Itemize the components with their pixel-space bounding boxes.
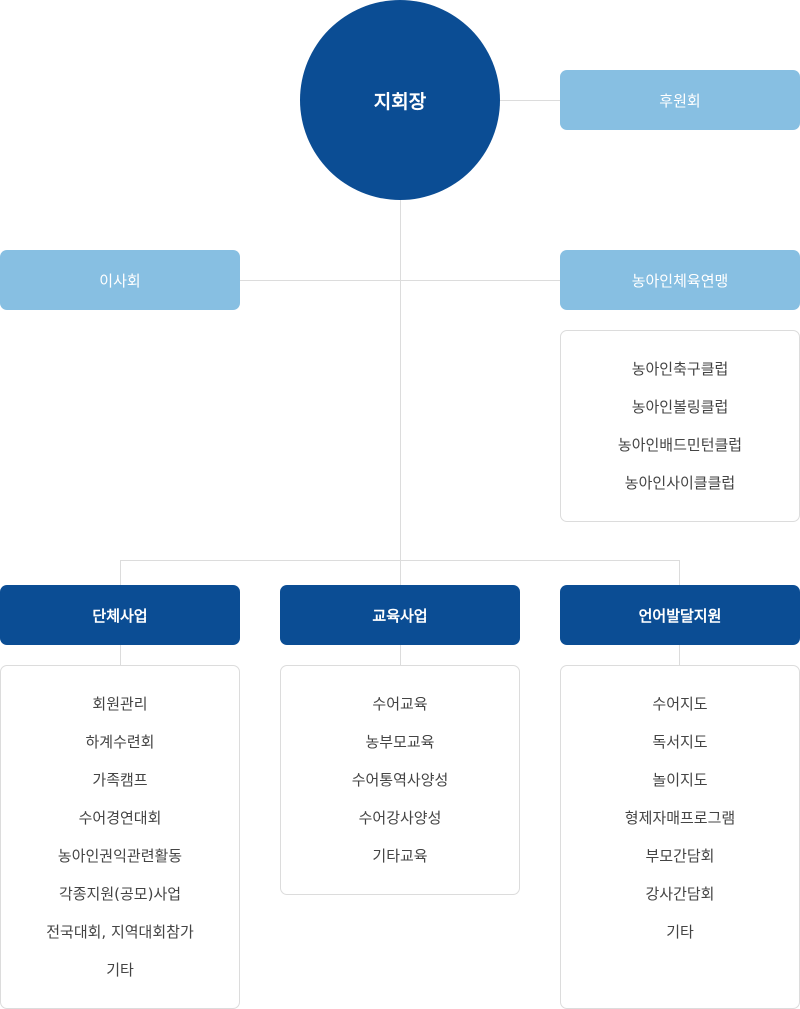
department-label: 단체사업 (92, 606, 148, 625)
education-box: 수어교육 농부모교육 수어통역사양성 수어강사양성 기타교육 (280, 665, 520, 895)
list-item: 농아인축구클럽 (631, 360, 729, 378)
department-node-education: 교육사업 (280, 585, 520, 645)
root-node-chairman: 지회장 (300, 0, 500, 200)
connector-dept-2-list (400, 645, 401, 665)
sports-federation-label: 농아인체육연맹 (631, 271, 729, 290)
list-item: 수어강사양성 (358, 809, 442, 827)
connector-dept-3-list (679, 645, 680, 665)
list-item: 수어경연대회 (78, 809, 162, 827)
list-item: 수어통역사양성 (351, 771, 449, 789)
group-business-list: 회원관리 하계수련회 가족캠프 수어경연대회 농아인권익관련활동 각종지원(공모… (1, 685, 239, 989)
education-list: 수어교육 농부모교육 수어통역사양성 수어강사양성 기타교육 (281, 685, 519, 875)
list-item: 농아인배드민턴클럽 (617, 436, 743, 454)
sponsor-node-label: 후원회 (659, 91, 701, 110)
list-item: 놀이지도 (652, 771, 708, 789)
connector-dept-1-list (120, 645, 121, 665)
language-support-box: 수어지도 독서지도 놀이지도 형제자매프로그램 부모간담회 강사간담회 기타 (560, 665, 800, 1009)
list-item: 가족캠프 (92, 771, 148, 789)
list-item: 수어지도 (652, 695, 708, 713)
sponsor-node: 후원회 (560, 70, 800, 130)
sports-clubs-box: 농아인축구클럽 농아인볼링클럽 농아인배드민턴클럽 농아인사이클클럽 (560, 330, 800, 522)
connector-board-sports (240, 280, 560, 281)
department-label: 언어발달지원 (638, 606, 722, 625)
department-label: 교육사업 (372, 606, 428, 625)
list-item: 기타교육 (372, 847, 428, 865)
list-item: 부모간담회 (645, 847, 715, 865)
list-item: 농부모교육 (365, 733, 435, 751)
list-item: 농아인사이클클럽 (624, 474, 736, 492)
connector-dept-3 (679, 560, 680, 585)
department-node-group-business: 단체사업 (0, 585, 240, 645)
list-item: 하계수련회 (85, 733, 155, 751)
list-item: 수어교육 (372, 695, 428, 713)
root-node-label: 지회장 (373, 90, 427, 113)
list-item: 기타 (106, 961, 134, 979)
board-node-label: 이사회 (99, 271, 141, 290)
language-support-list: 수어지도 독서지도 놀이지도 형제자매프로그램 부모간담회 강사간담회 기타 (561, 685, 799, 951)
list-item: 독서지도 (652, 733, 708, 751)
board-node: 이사회 (0, 250, 240, 310)
sports-federation-node: 농아인체육연맹 (560, 250, 800, 310)
list-item: 회원관리 (92, 695, 148, 713)
sports-clubs-list: 농아인축구클럽 농아인볼링클럽 농아인배드민턴클럽 농아인사이클클럽 (561, 350, 799, 502)
group-business-box: 회원관리 하계수련회 가족캠프 수어경연대회 농아인권익관련활동 각종지원(공모… (0, 665, 240, 1009)
list-item: 농아인볼링클럽 (631, 398, 729, 416)
connector-dept-1 (120, 560, 121, 585)
list-item: 강사간담회 (645, 885, 715, 903)
list-item: 기타 (666, 923, 694, 941)
list-item: 전국대회, 지역대회참가 (46, 923, 194, 941)
connector-dept-2 (400, 560, 401, 585)
list-item: 농아인권익관련활동 (57, 847, 183, 865)
connector-sponsor (500, 100, 560, 101)
department-node-language-support: 언어발달지원 (560, 585, 800, 645)
connector-trunk (400, 200, 401, 560)
list-item: 각종지원(공모)사업 (58, 885, 182, 903)
list-item: 형제자매프로그램 (624, 809, 736, 827)
